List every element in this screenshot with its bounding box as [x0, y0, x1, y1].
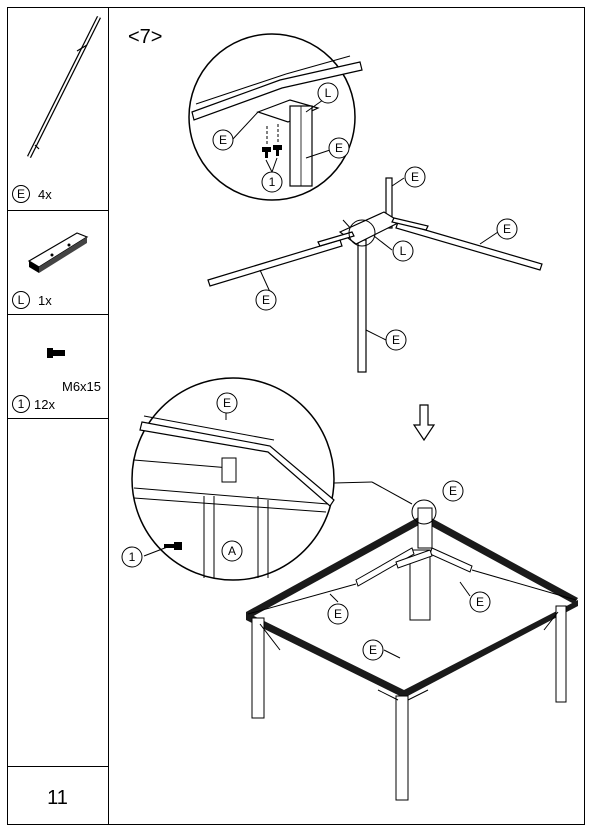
- label-e-2: E: [335, 141, 343, 155]
- beam-left: [207, 231, 355, 287]
- part-cell-e: E 4x: [7, 7, 108, 211]
- label-e-6: E: [392, 333, 400, 347]
- label-e-4: E: [503, 222, 511, 236]
- step-label: <7>: [128, 26, 163, 48]
- part-bolt-qty: 12x: [34, 396, 55, 412]
- part-cell-l: L 1x: [7, 211, 108, 315]
- part-l-qty: 1x: [38, 292, 52, 308]
- empty-cell: [7, 419, 108, 767]
- label-e-11: E: [369, 643, 377, 657]
- part-cell-bolt: M6x15 1 12x: [7, 315, 108, 419]
- bolt-size: M6x15: [62, 379, 102, 394]
- down-arrow-icon: [412, 404, 436, 442]
- part-bolt-id: 1: [12, 395, 30, 413]
- label-l-2: L: [400, 244, 407, 258]
- detail-leader-bottom: [333, 481, 373, 484]
- bracket-l-icon: [27, 232, 89, 273]
- label-e-10: E: [476, 595, 484, 609]
- label-e-9: E: [334, 607, 342, 621]
- label-e-3: E: [411, 170, 419, 184]
- label-e-7: E: [223, 396, 231, 410]
- label-1-b: 1: [129, 550, 136, 564]
- detail-circle-top: [188, 33, 363, 201]
- label-e-1: E: [219, 133, 227, 147]
- beam-right: [391, 217, 543, 271]
- part-row-bolt: 1 12x: [12, 395, 55, 413]
- bolt-icon: [47, 348, 65, 358]
- page-frame: [7, 7, 585, 825]
- part-row-l: L 1x: [12, 291, 52, 309]
- label-1-a: 1: [269, 175, 276, 189]
- page-number: 11: [47, 787, 68, 809]
- part-row-e: E 4x: [12, 185, 52, 203]
- part-e-id: E: [12, 185, 30, 203]
- label-e-8: E: [449, 484, 457, 498]
- hub-circle: [411, 499, 437, 525]
- detail-circle-bottom: [131, 377, 335, 581]
- label-e-5: E: [262, 293, 270, 307]
- page-number-cell: 11: [7, 767, 108, 825]
- label-a: A: [228, 544, 236, 558]
- part-e-qty: 4x: [38, 186, 52, 202]
- gazebo-frame: [246, 507, 578, 801]
- label-l-1: L: [325, 86, 332, 100]
- bracket-circle: [348, 219, 376, 247]
- beam-e-icon: [26, 15, 102, 159]
- part-l-id: L: [12, 291, 30, 309]
- parts-sidebar: E 4x L 1x M6x15 1 12x 11: [7, 7, 109, 825]
